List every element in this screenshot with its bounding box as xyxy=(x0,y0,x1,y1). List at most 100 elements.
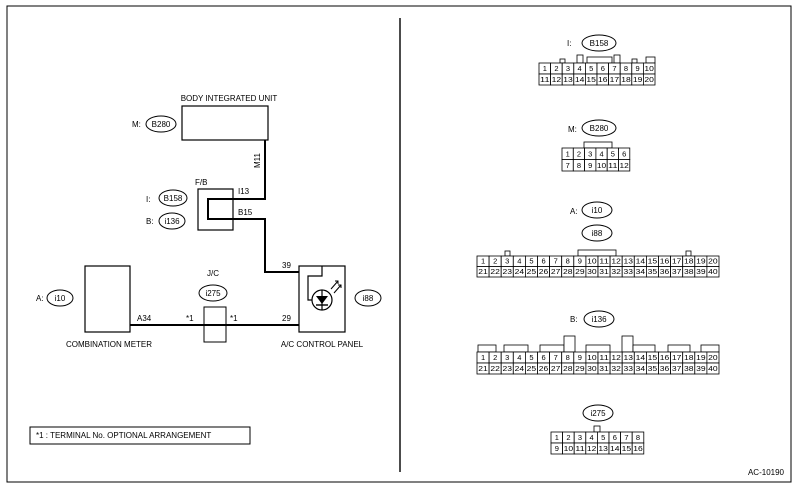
pin-number: 30 xyxy=(587,364,597,373)
connector-b280-prefix: M: xyxy=(568,125,577,134)
pin-number: 6 xyxy=(622,150,626,159)
panel-terminal-top: 39 xyxy=(282,261,291,270)
panel-terminal-bottom: 29 xyxy=(282,314,291,323)
connector-i136-code: i136 xyxy=(591,315,607,324)
pin-cell xyxy=(706,362,720,375)
pin-number: 20 xyxy=(708,353,718,362)
pin-number: 17 xyxy=(672,257,682,266)
pin-number: 24 xyxy=(515,267,525,276)
connector-i275-code: i275 xyxy=(590,409,606,418)
meter-title: COMBINATION METER xyxy=(66,340,152,349)
pin-number: 12 xyxy=(611,353,621,362)
body-unit-title: BODY INTEGRATED UNIT xyxy=(181,94,278,103)
pin-number: 3 xyxy=(578,433,582,442)
pin-number: 2 xyxy=(493,257,497,266)
pin-number: 5 xyxy=(589,64,593,73)
pin-number: 4 xyxy=(517,257,521,266)
connector-i136-prefix: B: xyxy=(570,315,578,324)
pin-number: 18 xyxy=(684,257,694,266)
body-unit-wire-label: M11 xyxy=(253,152,262,168)
jc-mark-right: *1 xyxy=(230,314,238,323)
pin-cell xyxy=(706,266,720,278)
pin-number: 16 xyxy=(660,353,670,362)
pin-number: 10 xyxy=(587,353,597,362)
pin-number: 10 xyxy=(644,64,654,73)
pin-number: 30 xyxy=(587,267,597,276)
pin-number: 36 xyxy=(660,267,670,276)
pin-number: 7 xyxy=(554,353,558,362)
pin-number: 4 xyxy=(578,64,582,73)
pin-number: 25 xyxy=(527,267,537,276)
body-unit-box xyxy=(181,105,269,141)
pin-cell xyxy=(643,73,656,86)
body-unit-connector-oval xyxy=(145,115,177,133)
pin-number: 14 xyxy=(575,75,585,84)
pin-number: 26 xyxy=(539,364,549,373)
pin-number: 5 xyxy=(601,433,605,442)
pin-number: 5 xyxy=(529,353,533,362)
pin-number: 11 xyxy=(540,75,550,84)
pin-number: 14 xyxy=(610,444,620,453)
figure-id: AC-10190 xyxy=(748,468,785,477)
connector-b158-code: B158 xyxy=(590,39,609,48)
pin-number: 6 xyxy=(541,257,545,266)
jc-connector-code: i275 xyxy=(205,289,221,298)
pin-number: 15 xyxy=(648,257,658,266)
pin-number: 11 xyxy=(575,444,585,453)
pin-number: 19 xyxy=(696,257,706,266)
connector-i136-oval xyxy=(583,310,615,328)
meter-prefix: A: xyxy=(36,294,44,303)
fb-connector-prefix-1: I: xyxy=(146,195,150,204)
pin-number: 9 xyxy=(588,161,592,170)
pin-number: 26 xyxy=(539,267,549,276)
pin-number: 35 xyxy=(648,364,658,373)
pin-number: 6 xyxy=(541,353,545,362)
fb-connector-oval-2 xyxy=(158,212,186,230)
wire-m11-to-fb xyxy=(233,140,266,200)
body-unit-connector-code: B280 xyxy=(152,120,171,129)
pin-number: 2 xyxy=(554,64,558,73)
pin-number: 1 xyxy=(555,433,559,442)
pin-number: 39 xyxy=(696,267,706,276)
pin-number: 6 xyxy=(613,433,617,442)
pin-number: 21 xyxy=(478,364,488,373)
pin-number: 3 xyxy=(588,150,592,159)
pin-number: 28 xyxy=(563,267,573,276)
fb-terminal-out: B15 xyxy=(238,208,253,217)
connector-i88-code: i88 xyxy=(592,229,603,238)
pin-number: 7 xyxy=(624,433,628,442)
pin-number: 8 xyxy=(636,433,640,442)
pin-number: 7 xyxy=(554,257,558,266)
pin-number: 13 xyxy=(624,353,634,362)
connector-b280-oval xyxy=(581,119,617,137)
pin-number: 1 xyxy=(566,150,570,159)
connector-b158-housing xyxy=(559,54,656,64)
pin-number: 33 xyxy=(624,364,634,373)
fb-connector-oval-1 xyxy=(158,189,188,207)
meter-box xyxy=(84,265,131,333)
pin-number: 16 xyxy=(660,257,670,266)
pin-number: 8 xyxy=(566,257,570,266)
pin-number: 36 xyxy=(660,364,670,373)
panel-title: A/C CONTROL PANEL xyxy=(281,340,364,349)
fb-terminal-in: I13 xyxy=(238,187,250,196)
connector-b280-key xyxy=(583,141,613,149)
panel-connector-oval xyxy=(354,289,382,307)
pin-number: 9 xyxy=(555,444,559,453)
connector-i88-oval xyxy=(581,224,613,242)
pin-number: 7 xyxy=(566,161,570,170)
jc-title: J/C xyxy=(207,269,219,278)
pin-number: 14 xyxy=(636,257,646,266)
pin-number: 31 xyxy=(599,267,609,276)
pin-number: 22 xyxy=(490,364,500,373)
pin-number: 40 xyxy=(708,364,718,373)
connector-i10-housing xyxy=(504,249,692,257)
pin-number: 9 xyxy=(578,353,582,362)
pin-number: 12 xyxy=(552,75,562,84)
pin-number: 29 xyxy=(575,364,585,373)
pin-number: 12 xyxy=(611,257,621,266)
